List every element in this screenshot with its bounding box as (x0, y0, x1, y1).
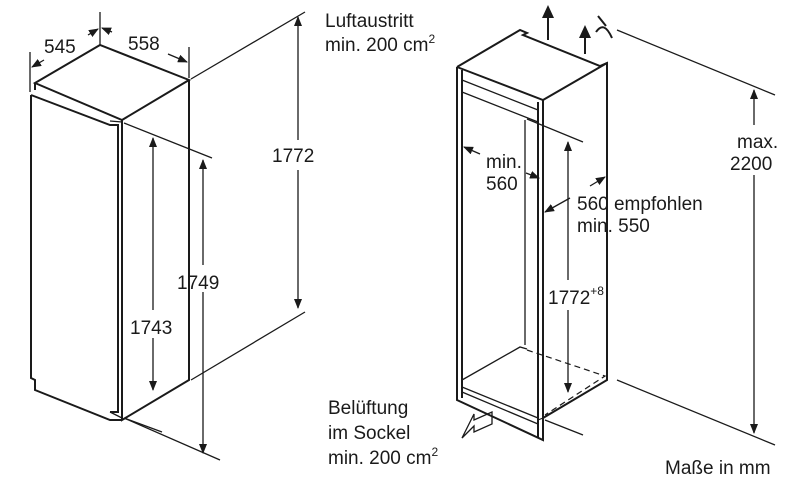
appliance-door (30, 95, 122, 421)
min-width-line2: 560 (486, 174, 518, 195)
niche-drawing (456, 28, 608, 442)
vent-min: min. 200 cm2 (328, 445, 438, 469)
dimension-niche-height: 1772+8 (526, 118, 604, 436)
depth-line1: 560 empfohlen (577, 194, 703, 215)
total-height-label: 1772 (272, 146, 314, 167)
air-in-arrow-icon (461, 410, 493, 439)
vent-line2: im Sockel (328, 423, 410, 444)
dimension-width-558: 558 (101, 27, 190, 78)
niche-height-label: 1772+8 (548, 284, 604, 309)
tilt-symbol-icon (595, 15, 613, 39)
units-note: Maße in mm (665, 458, 771, 479)
dimension-max-2200: max. 2200 (616, 29, 778, 446)
depth-label: 545 (44, 37, 76, 58)
width-label: 558 (128, 34, 160, 55)
dimension-depth-545: 545 (29, 12, 101, 92)
door-height-label: 1743 (130, 318, 172, 339)
min-width-line1: min. (486, 152, 522, 173)
vent-line1: Belüftung (328, 398, 408, 419)
max-height-line2: 2200 (730, 154, 772, 175)
air-outlet-min: min. 200 cm2 (325, 32, 435, 56)
appliance-side (121, 80, 190, 422)
appliance-drawing (30, 43, 192, 422)
dimension-height-1749: 1749 (123, 122, 221, 461)
dimension-min-width: min. 560 (463, 146, 540, 195)
dimension-height-1772: 1772 (190, 11, 314, 381)
air-up-arrow-icon (579, 25, 591, 54)
air-up-arrow-icon (542, 5, 554, 40)
max-height-line1: max. (737, 132, 778, 153)
dimension-height-1743: 1743 (123, 137, 172, 433)
height-with-door-label: 1749 (177, 273, 219, 294)
air-outlet-label: Luftaustritt (325, 11, 414, 32)
depth-line2: min. 550 (577, 216, 650, 237)
dimension-niche-depth: 560 empfohlen min. 550 (544, 176, 703, 237)
